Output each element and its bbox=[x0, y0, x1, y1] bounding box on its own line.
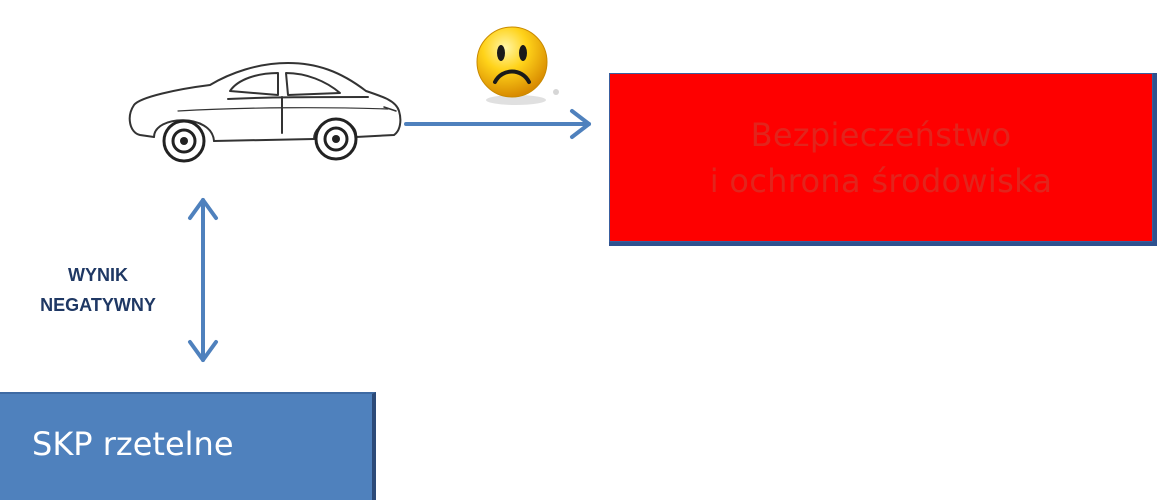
skp-label: SKP rzetelne bbox=[32, 425, 234, 463]
negative-result-label: WYNIK NEGATYWNY bbox=[0, 260, 196, 320]
arrow-head-up bbox=[188, 198, 218, 220]
sad-face-icon bbox=[476, 26, 559, 105]
arrow-head-right bbox=[570, 109, 591, 139]
skp-box: SKP rzetelne bbox=[0, 392, 376, 500]
car-icon bbox=[128, 62, 402, 163]
negative-result-line1: WYNIK bbox=[68, 265, 128, 285]
arrow-head-down bbox=[188, 340, 218, 362]
safety-environment-line1: Bezpieczeństwo bbox=[750, 115, 1012, 154]
negative-result-line2: NEGATYWNY bbox=[40, 295, 156, 315]
safety-environment-box: Bezpieczeństwo i ochrona środowiska bbox=[609, 73, 1157, 246]
safety-environment-line2: i ochrona środowiska bbox=[709, 161, 1053, 200]
